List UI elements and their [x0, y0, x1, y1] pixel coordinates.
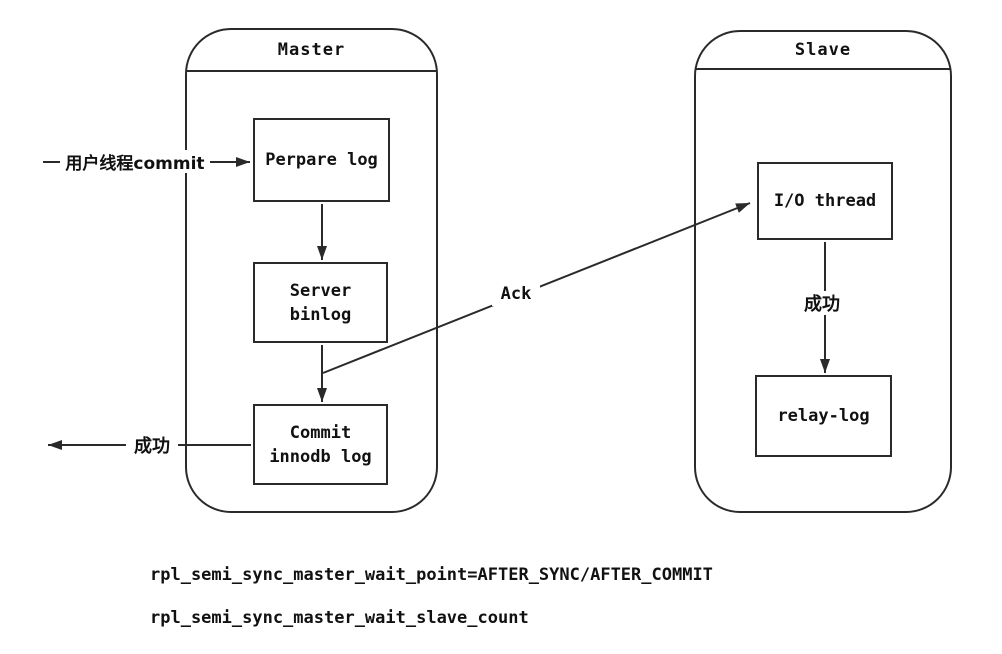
prepare-log-label: Perpare log: [265, 150, 378, 170]
io-thread-box: I/O thread: [757, 162, 893, 240]
slave-title: Slave: [696, 32, 950, 70]
ack-edge-label: Ack: [492, 282, 540, 306]
slave-success-edge-label: 成功: [796, 291, 848, 315]
server-binlog-box: Server binlog: [253, 262, 388, 343]
master-success-edge-label: 成功: [126, 433, 178, 457]
io-thread-label: I/O thread: [773, 191, 877, 211]
server-binlog-label-line1: Server: [289, 280, 352, 301]
commit-innodb-log-box: Commit innodb log: [253, 404, 388, 485]
prepare-log-box: Perpare log: [253, 118, 390, 202]
master-title: Master: [187, 30, 436, 72]
commit-label-line2: innodb log: [269, 446, 372, 467]
footnote-wait-slave-count: rpl_semi_sync_master_wait_slave_count: [150, 608, 529, 628]
commit-label-line1: Commit: [289, 422, 352, 443]
relay-log-label: relay-log: [777, 406, 870, 426]
relay-log-box: relay-log: [755, 375, 892, 457]
server-binlog-label-line2: binlog: [289, 304, 352, 325]
user-commit-edge-label: 用户线程commit: [60, 150, 210, 174]
footnote-wait-point: rpl_semi_sync_master_wait_point=AFTER_SY…: [150, 565, 713, 585]
